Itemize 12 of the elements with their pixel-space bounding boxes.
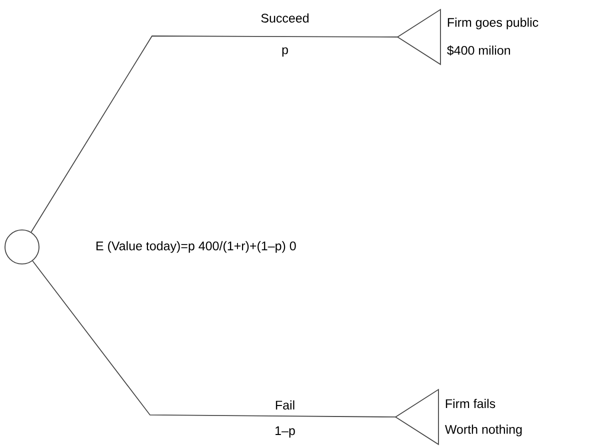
formula-text: E (Value today)=p 400/(1+r)+(1–p) 0: [96, 241, 296, 253]
chance-node-circle: [4, 230, 40, 264]
branch-line: [32, 260, 396, 418]
outcome-text: Firm goes public: [448, 18, 538, 30]
branch-line: [30, 36, 398, 233]
outcome-text: Firm fails: [446, 398, 496, 408]
edge-label: Succeed: [261, 13, 309, 23]
outcome-text: $400 milion: [447, 45, 510, 56]
probability-label: 1–p: [276, 426, 295, 438]
probability-label: p: [282, 47, 288, 57]
outcome-text: Worth nothing: [444, 424, 522, 436]
edge-label: Fail: [276, 400, 294, 410]
